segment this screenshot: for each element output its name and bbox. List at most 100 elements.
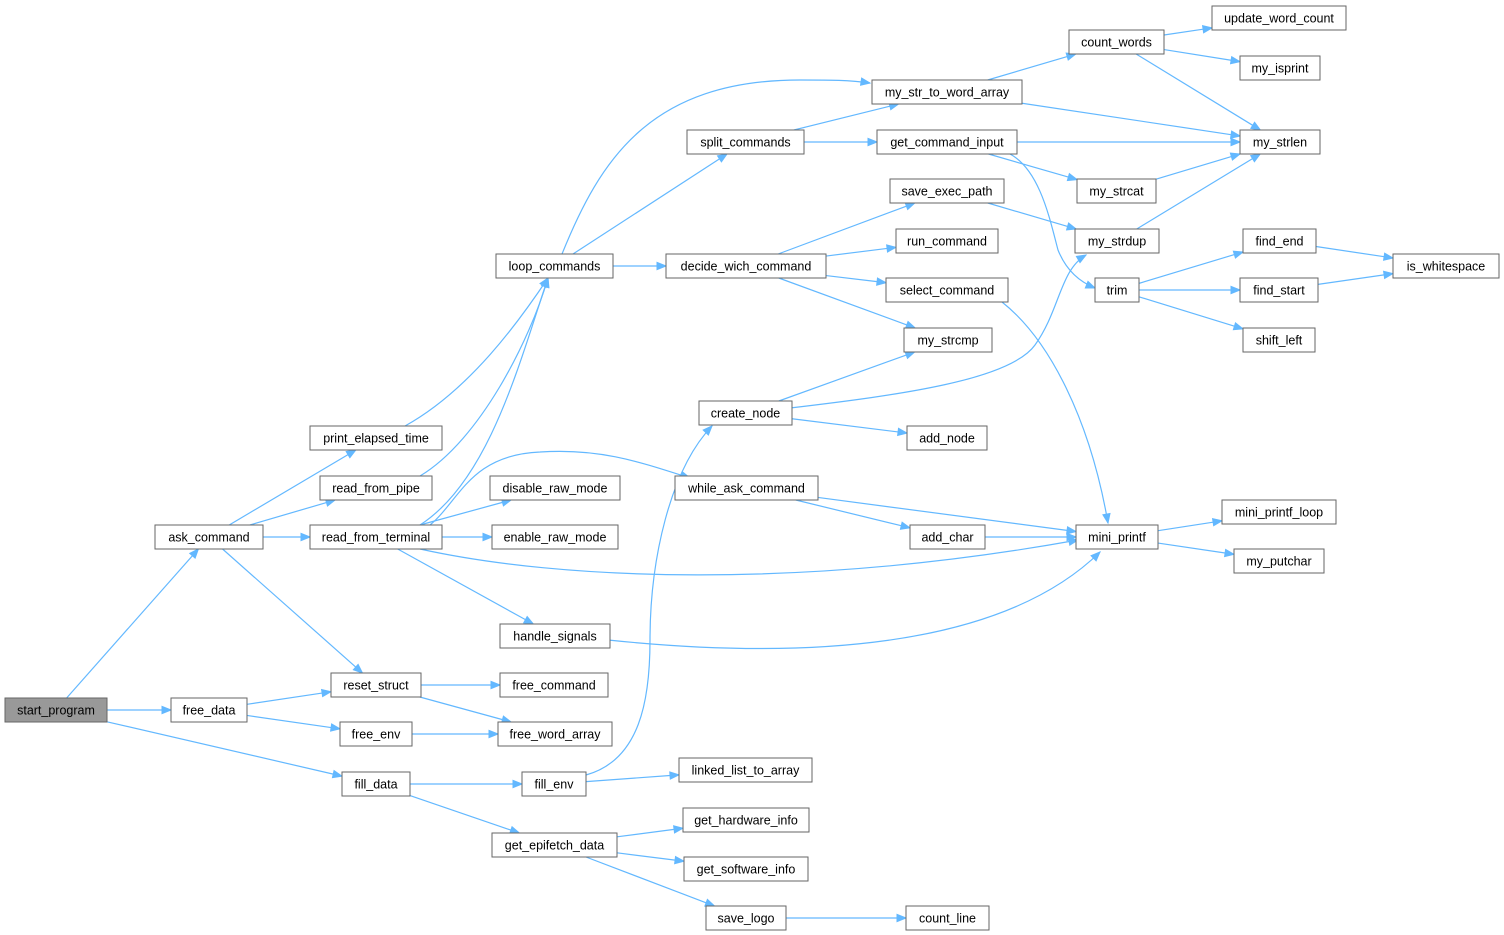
node-enable-raw-mode[interactable]: enable_raw_mode	[491, 524, 619, 550]
node-box[interactable]	[497, 721, 613, 747]
node-box[interactable]	[309, 524, 443, 550]
node-free-command[interactable]: free_command	[499, 672, 609, 698]
node-save-exec-path[interactable]: save_exec_path	[889, 178, 1005, 204]
node-get-command-input[interactable]: get_command_input	[876, 129, 1018, 155]
node-my-putchar[interactable]: my_putchar	[1233, 548, 1325, 574]
node-box[interactable]	[705, 905, 787, 931]
node-disable-raw-mode[interactable]: disable_raw_mode	[489, 475, 621, 501]
node-box[interactable]	[889, 178, 1005, 204]
node-while-ask-command[interactable]: while_ask_command	[674, 475, 819, 501]
node-is-whitespace[interactable]: is_whitespace	[1392, 253, 1500, 279]
node-trim[interactable]: trim	[1094, 277, 1140, 303]
node-my-strcat[interactable]: my_strcat	[1076, 178, 1157, 204]
node-count-line[interactable]: count_line	[905, 905, 990, 931]
node-fill-env[interactable]: fill_env	[521, 771, 587, 797]
node-box[interactable]	[665, 253, 827, 279]
node-box[interactable]	[4, 697, 108, 723]
node-label: get_hardware_info	[694, 814, 798, 828]
node-select-command[interactable]: select_command	[885, 277, 1009, 303]
node-count-words[interactable]: count_words	[1068, 29, 1165, 55]
node-box[interactable]	[683, 856, 809, 882]
node-decide-wich-command[interactable]: decide_wich_command	[665, 253, 827, 279]
node-box[interactable]	[1094, 277, 1140, 303]
node-box[interactable]	[678, 757, 813, 783]
node-box[interactable]	[1392, 253, 1500, 279]
node-shift-left[interactable]: shift_left	[1242, 327, 1316, 353]
node-box[interactable]	[909, 524, 986, 550]
node-box[interactable]	[491, 524, 619, 550]
node-run-command[interactable]: run_command	[895, 228, 999, 254]
node-box[interactable]	[876, 129, 1018, 155]
node-box[interactable]	[906, 425, 988, 451]
node-box[interactable]	[1211, 5, 1347, 31]
node-label: trim	[1107, 284, 1128, 298]
node-box[interactable]	[495, 253, 614, 279]
node-box[interactable]	[1239, 55, 1321, 81]
node-free-data[interactable]: free_data	[170, 697, 248, 723]
node-box[interactable]	[905, 905, 990, 931]
node-ask-command[interactable]: ask_command	[154, 524, 264, 550]
node-create-node[interactable]: create_node	[698, 400, 793, 426]
node-box[interactable]	[154, 524, 264, 550]
node-box[interactable]	[1074, 228, 1160, 254]
node-my-isprint[interactable]: my_isprint	[1239, 55, 1321, 81]
node-split-commands[interactable]: split_commands	[686, 129, 805, 155]
node-update-word-count[interactable]: update_word_count	[1211, 5, 1347, 31]
node-box[interactable]	[1068, 29, 1165, 55]
node-handle-signals[interactable]: handle_signals	[499, 623, 611, 649]
node-box[interactable]	[319, 475, 433, 501]
node-get-hardware-info[interactable]: get_hardware_info	[682, 807, 810, 833]
node-fill-data[interactable]: fill_data	[341, 771, 411, 797]
node-box[interactable]	[682, 807, 810, 833]
node-add-char[interactable]: add_char	[909, 524, 986, 550]
node-start-program[interactable]: start_program	[4, 697, 108, 723]
node-mini-printf-loop[interactable]: mini_printf_loop	[1221, 499, 1337, 525]
node-reset-struct[interactable]: reset_struct	[330, 672, 422, 698]
node-get-epifetch-data[interactable]: get_epifetch_data	[491, 832, 618, 858]
node-box[interactable]	[674, 475, 819, 501]
node-box[interactable]	[871, 79, 1023, 105]
node-my-strdup[interactable]: my_strdup	[1074, 228, 1160, 254]
node-box[interactable]	[1242, 327, 1316, 353]
node-read-from-pipe[interactable]: read_from_pipe	[319, 475, 433, 501]
node-read-from-terminal[interactable]: read_from_terminal	[309, 524, 443, 550]
node-box[interactable]	[489, 475, 621, 501]
node-loop-commands[interactable]: loop_commands	[495, 253, 614, 279]
node-box[interactable]	[341, 771, 411, 797]
node-save-logo[interactable]: save_logo	[705, 905, 787, 931]
node-box[interactable]	[521, 771, 587, 797]
node-get-software-info[interactable]: get_software_info	[683, 856, 809, 882]
node-box[interactable]	[1076, 178, 1157, 204]
edge-my-strdup-to-my-strlen	[1136, 158, 1253, 230]
node-box[interactable]	[170, 697, 248, 723]
node-box[interactable]	[1239, 277, 1319, 303]
node-my-strcmp[interactable]: my_strcmp	[903, 327, 993, 353]
node-box[interactable]	[1239, 129, 1321, 155]
node-free-word-array[interactable]: free_word_array	[497, 721, 613, 747]
node-box[interactable]	[698, 400, 793, 426]
node-box[interactable]	[499, 672, 609, 698]
node-box[interactable]	[1233, 548, 1325, 574]
node-add-node[interactable]: add_node	[906, 425, 988, 451]
edge-layer	[66, 24, 1395, 923]
node-my-strlen[interactable]: my_strlen	[1239, 129, 1321, 155]
node-find-end[interactable]: find_end	[1242, 228, 1317, 254]
node-box[interactable]	[903, 327, 993, 353]
node-box[interactable]	[339, 721, 413, 747]
node-box[interactable]	[885, 277, 1009, 303]
node-print-elapsed-time[interactable]: print_elapsed_time	[309, 425, 443, 451]
node-box[interactable]	[686, 129, 805, 155]
node-box[interactable]	[895, 228, 999, 254]
node-box[interactable]	[309, 425, 443, 451]
node-free-env[interactable]: free_env	[339, 721, 413, 747]
node-mini-printf[interactable]: mini_printf	[1075, 524, 1159, 550]
node-box[interactable]	[1242, 228, 1317, 254]
node-linked-list-to-array[interactable]: linked_list_to_array	[678, 757, 813, 783]
node-my-str-to-word-array[interactable]: my_str_to_word_array	[871, 79, 1023, 105]
node-find-start[interactable]: find_start	[1239, 277, 1319, 303]
node-box[interactable]	[1075, 524, 1159, 550]
node-box[interactable]	[499, 623, 611, 649]
node-box[interactable]	[330, 672, 422, 698]
node-box[interactable]	[491, 832, 618, 858]
node-box[interactable]	[1221, 499, 1337, 525]
